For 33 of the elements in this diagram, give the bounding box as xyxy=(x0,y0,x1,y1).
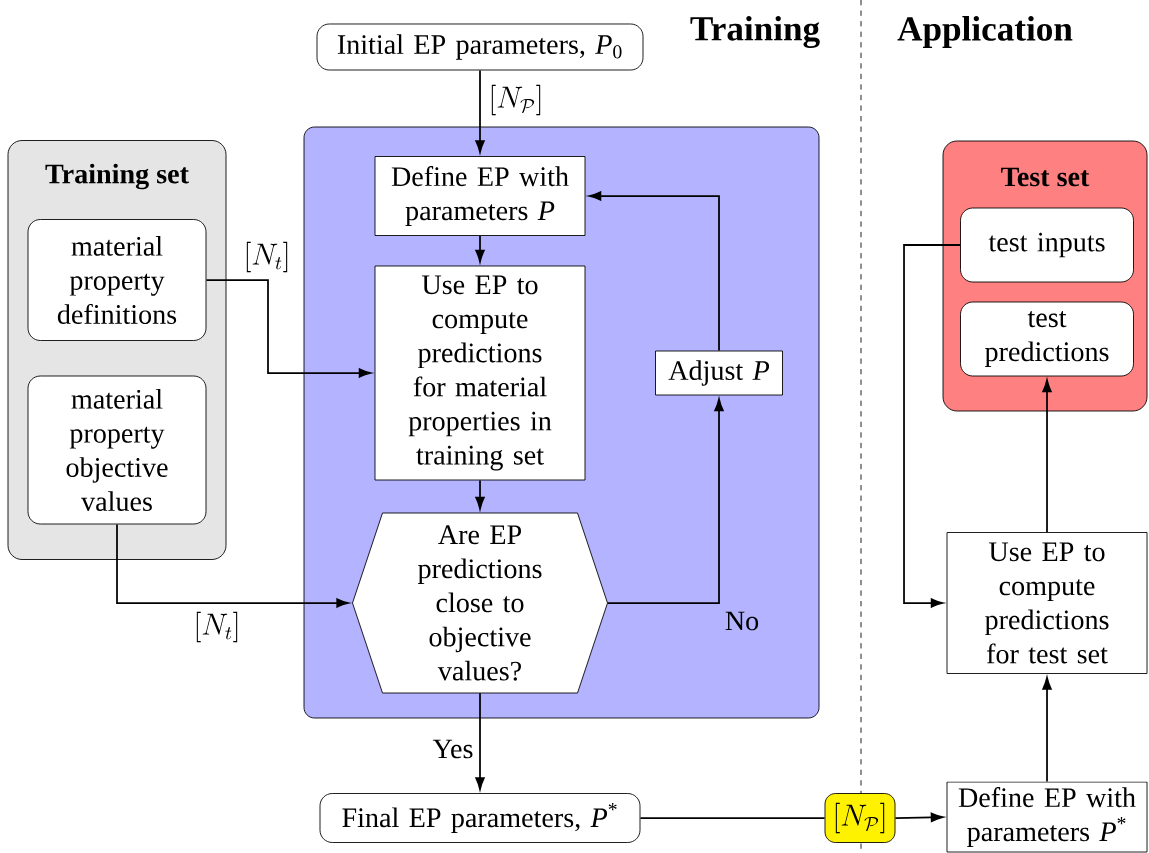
count-badge: $[N_{\mathcal{P}}]$ xyxy=(824,793,896,843)
arrow xyxy=(588,191,720,352)
section-heading: Training xyxy=(690,15,820,49)
process-box: Define EP with parameters P$^{*}$ xyxy=(946,781,1148,853)
process-box: Use EP to compute predictions for material properties in training set xyxy=(374,265,586,481)
data-box: test predictions xyxy=(960,301,1134,377)
parameter-box: Initial EP parameters, P$_{0}$ xyxy=(316,23,644,71)
data-box: test inputs xyxy=(960,207,1134,283)
arrow xyxy=(475,692,485,790)
section-heading: Application xyxy=(897,16,1073,48)
arrow xyxy=(116,523,349,608)
edge-label: $[N_{\mathcal{P}}]$ xyxy=(486,83,546,117)
process-box: Use EP to compute predictions for test set xyxy=(946,532,1148,674)
arrow xyxy=(607,398,724,604)
edge-label: $[N_t]$ xyxy=(191,610,243,644)
edge-label: No xyxy=(723,609,761,633)
arrow xyxy=(475,479,485,510)
process-box: Adjust P xyxy=(655,350,783,396)
connector-line xyxy=(639,817,826,819)
parameter-box: Final EP parameters, P$^{*}$ xyxy=(319,793,641,843)
arrow xyxy=(903,244,961,608)
arrow xyxy=(205,279,372,378)
arrow xyxy=(1042,379,1052,533)
arrow xyxy=(475,235,485,263)
edge-label: $[N_t]$ xyxy=(241,240,293,274)
data-box: material property objective values xyxy=(27,375,207,525)
arrow xyxy=(1042,677,1052,783)
arrow xyxy=(475,69,485,153)
edge-label: Yes xyxy=(430,737,476,761)
process-box: Define EP with parameters P xyxy=(374,156,586,236)
arrow xyxy=(894,812,944,822)
data-box: material property definitions xyxy=(27,219,207,341)
decision-hexagon: Are EP predictions close to objective values? xyxy=(352,512,608,694)
